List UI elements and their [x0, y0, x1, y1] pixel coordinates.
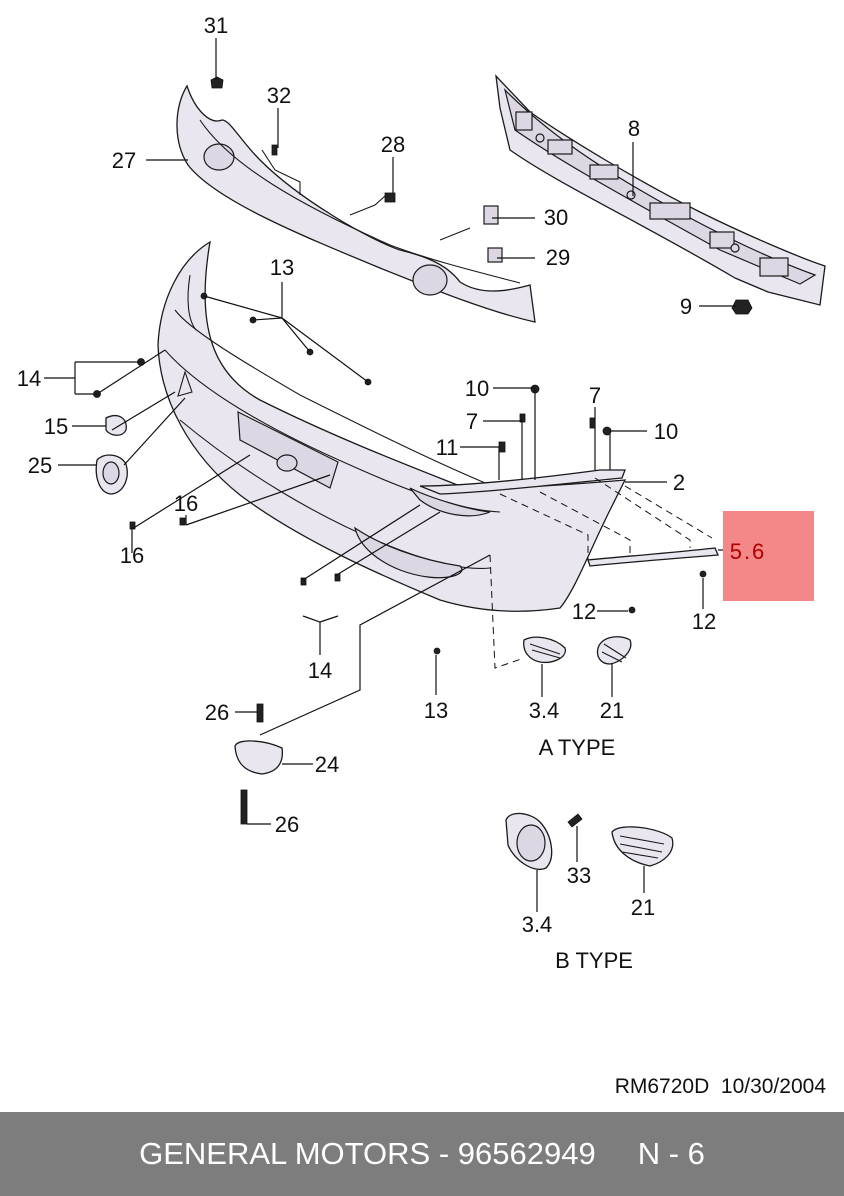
callout-31: 31	[204, 13, 228, 38]
callout-11: 11	[436, 435, 459, 460]
callout-13-top: 13	[270, 255, 294, 280]
callout-15: 15	[44, 414, 68, 439]
bumper-beam-part-8	[495, 74, 826, 306]
footer-brand: GENERAL MOTORS - 96562949	[139, 1136, 596, 1171]
callout-21-b: 21	[631, 895, 655, 920]
a-type-label: A TYPE	[539, 735, 616, 760]
highlight-box	[723, 511, 814, 601]
callout-21-a: 21	[600, 698, 624, 723]
leader-lines	[44, 38, 736, 912]
callout-27: 27	[112, 148, 136, 173]
callout-labels: 31 32 28 27 30 29 8 9 13 14 15 25 16 16 …	[17, 13, 767, 937]
footer-page: N - 6	[637, 1136, 705, 1171]
bumper-fascia	[157, 240, 627, 612]
fasteners	[93, 76, 753, 655]
callout-12-left: 12	[572, 599, 596, 624]
callout-5-6: 5.6	[730, 539, 767, 564]
callout-9: 9	[680, 294, 692, 319]
molding-strip-part-2	[419, 469, 626, 495]
reference-code: RM6720D 10/30/2004	[615, 1075, 827, 1098]
parts-diagram: 31 32 28 27 30 29 8 9 13 14 15 25 16 16 …	[17, 13, 827, 1098]
callout-8: 8	[628, 116, 640, 141]
callout-3-4-a: 3.4	[529, 698, 560, 723]
fog-grille-a-type	[523, 636, 632, 665]
b-type-label: B TYPE	[555, 948, 633, 973]
callout-25: 25	[28, 453, 52, 478]
callout-2: 2	[673, 470, 685, 495]
callout-12-right: 12	[692, 609, 716, 634]
callout-28: 28	[381, 132, 405, 157]
callout-7-right: 7	[589, 383, 601, 408]
callout-10-right: 10	[654, 419, 678, 444]
callout-29: 29	[546, 245, 570, 270]
tow-hook-cover-part-24	[234, 703, 284, 825]
callout-16-right: 16	[174, 491, 198, 516]
callout-13-bottom: 13	[424, 698, 448, 723]
callout-3-4-b: 3.4	[522, 912, 553, 937]
callout-26-bottom: 26	[275, 812, 299, 837]
footer-bar: GENERAL MOTORS - 96562949 N - 6	[0, 1112, 844, 1196]
upper-fascia-part-27	[176, 84, 536, 323]
callout-33: 33	[567, 863, 591, 888]
callout-7-left: 7	[466, 409, 478, 434]
callout-30: 30	[544, 205, 568, 230]
callout-24: 24	[315, 752, 339, 777]
callout-32: 32	[267, 83, 291, 108]
callout-26-top: 26	[205, 700, 229, 725]
fog-grille-b-type	[505, 812, 674, 870]
callout-14-left: 14	[17, 366, 41, 391]
callout-16-left: 16	[120, 543, 144, 568]
molding-strip-part-5-6	[587, 547, 719, 567]
callout-10-top: 10	[465, 376, 489, 401]
callout-14-bottom: 14	[308, 658, 332, 683]
